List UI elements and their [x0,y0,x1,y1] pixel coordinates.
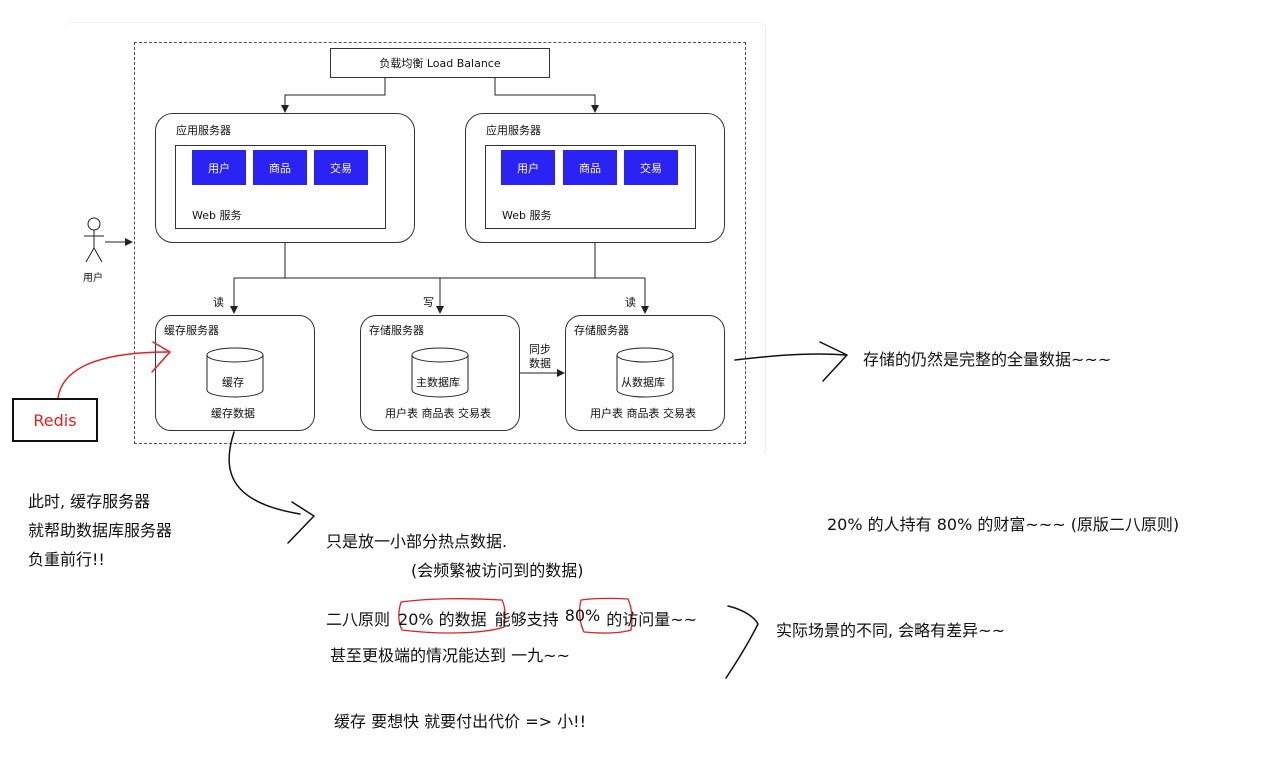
circle-80-percent [578,597,633,634]
scenario-note: 实际场景的不同, 会略有差异~~ [776,621,1005,640]
pareto-part-5: 的访问量~~ [606,610,698,629]
edge-label-sync-1: 同步 [529,343,551,356]
hot-data-arrow-head [287,501,315,544]
cache-help-line-2: 就帮助数据库服务器 [28,521,173,540]
lb-to-app-left-line [281,78,386,113]
circle-20-percent [398,598,506,634]
cache-db-label: 缓存 [222,376,244,389]
cache-data-label: 缓存数据 [211,407,255,420]
full-data-note: 存储的仍然是完整的全量数据~~~ [863,350,1112,369]
cache-help-line-3: 负重前行!! [28,550,105,569]
pareto-part-2: 20% 的数据 [398,610,487,629]
master-storage-title: 存储服务器 [369,324,424,337]
user-label: 用户 [83,273,103,284]
system-boundary [134,42,746,444]
slave-tables-label: 用户表 商品表 交易表 [590,407,696,420]
pareto-wealth-note: 20% 的人持有 80% 的财富~~~ (原版二八原则) [827,515,1180,534]
lb-to-app-right-line [494,78,599,113]
cache-help-line-1: 此时, 缓存服务器 [28,492,151,511]
app-server-right-title: 应用服务器 [486,124,541,137]
module-trade-left: 交易 [314,150,368,185]
edge-label-read-right: 读 [625,296,636,309]
edge-label-sync-2: 数据 [529,357,551,370]
master-tables-label: 用户表 商品表 交易表 [385,407,491,420]
app-server-left-title: 应用服务器 [176,124,231,137]
pareto-part-1: 二八原则 [326,610,391,629]
extreme-case-note: 甚至更极端的情况能达到 一九~~ [330,646,570,665]
edge-label-read-left: 读 [213,296,224,309]
full-data-arrow-head [819,341,848,382]
redis-arrow-stroke [57,351,169,399]
web-service-right-label: Web 服务 [502,209,552,222]
slave-storage-title: 存储服务器 [574,324,629,337]
master-db-label: 主数据库 [416,376,460,389]
pareto-part-4: 80% [564,606,601,625]
edge-label-write: 写 [423,296,434,309]
redis-label: Redis [33,410,77,430]
cache-cost-note: 缓存 要想快 就要付出代价 => 小!! [334,712,586,731]
load-balancer-label: 负载均衡 Load Balance [379,57,501,70]
load-balancer-box: 负载均衡 Load Balance [330,48,550,78]
slave-db-label: 从数据库 [621,376,665,389]
module-user-left: 用户 [192,150,246,185]
hot-data-note-line-2: (会频繁被访问到的数据) [411,561,584,580]
module-trade-right: 交易 [624,150,678,185]
web-service-left-label: Web 服务 [192,209,242,222]
scenario-bracket [725,605,759,679]
full-data-arrow-stroke [734,353,846,361]
module-user-right: 用户 [501,150,555,185]
module-product-left: 商品 [253,150,307,185]
pareto-part-3: 能够支持 [494,610,559,629]
module-product-right: 商品 [563,150,617,185]
pareto-note: 二八原则 20% 的数据 能够支持 80% 的访问量~~ [326,606,697,630]
cache-server-title: 缓存服务器 [164,324,219,337]
redis-arrow-head [151,341,171,373]
hot-data-note-line-1: 只是放一小部分热点数据. [326,532,508,551]
redis-box: Redis [12,398,98,442]
hot-data-arrow-stroke [228,431,301,515]
